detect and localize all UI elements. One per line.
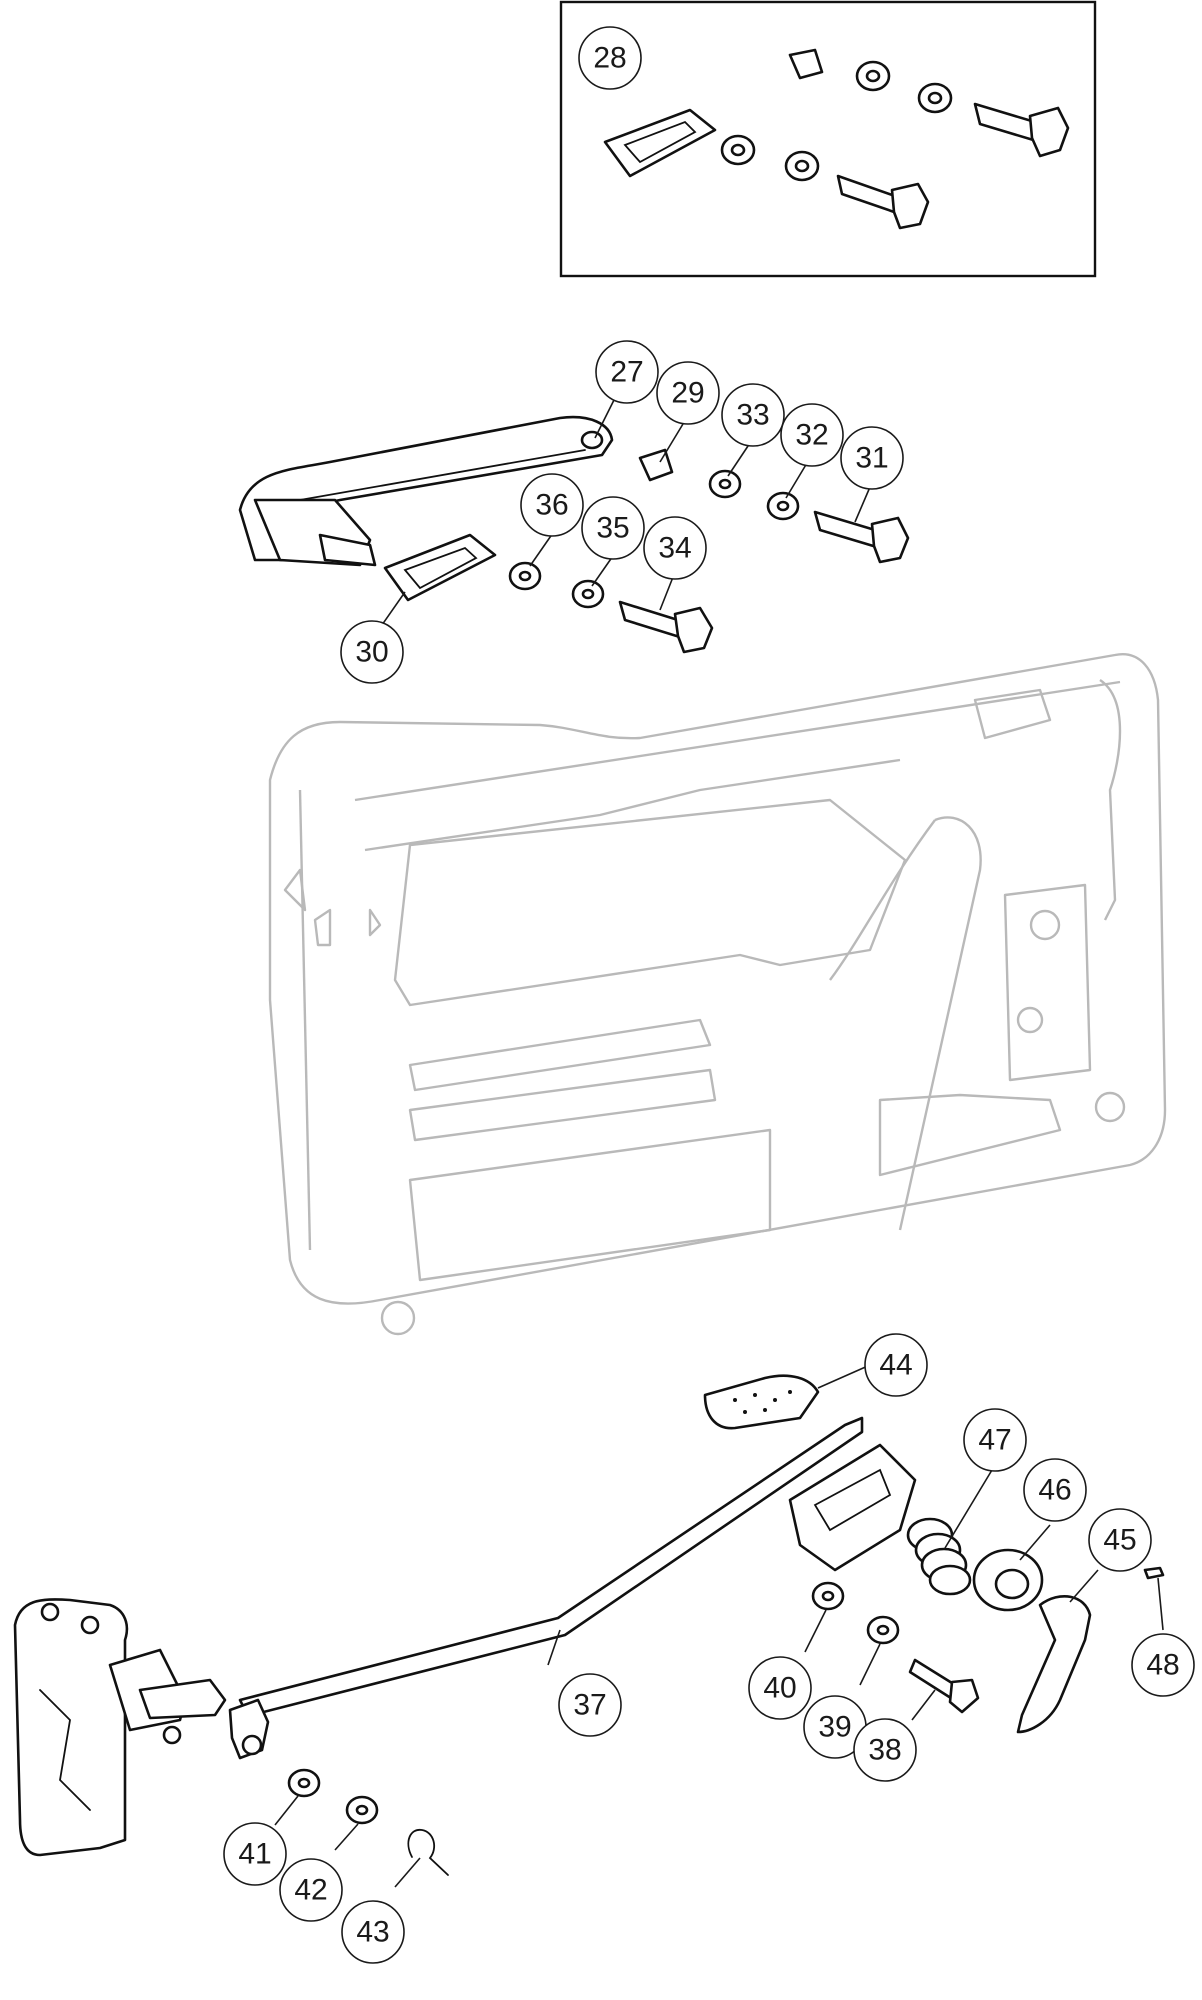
callout-label: 43 bbox=[356, 1916, 389, 1949]
callout-30: 30 bbox=[340, 620, 404, 684]
callout-37: 37 bbox=[558, 1673, 622, 1737]
callout-label: 33 bbox=[736, 399, 769, 432]
callout-27: 27 bbox=[595, 340, 659, 404]
callout-29: 29 bbox=[656, 361, 720, 425]
callout-47: 47 bbox=[963, 1408, 1027, 1472]
callout-label: 29 bbox=[671, 377, 704, 410]
callout-28: 28 bbox=[578, 26, 642, 90]
door-inner-panel bbox=[268, 653, 1167, 1336]
lock-and-remote-assembly bbox=[13, 1374, 1165, 1876]
callout-label: 39 bbox=[818, 1711, 851, 1744]
callout-label: 48 bbox=[1146, 1649, 1179, 1682]
callout-label: 27 bbox=[610, 356, 643, 389]
callout-label: 40 bbox=[763, 1672, 796, 1705]
callout-35: 35 bbox=[581, 496, 645, 560]
callout-31: 31 bbox=[840, 426, 904, 490]
callout-46: 46 bbox=[1023, 1458, 1087, 1522]
callout-34: 34 bbox=[643, 516, 707, 580]
callout-label: 38 bbox=[868, 1734, 901, 1767]
callout-label: 36 bbox=[535, 489, 568, 522]
callout-label: 28 bbox=[593, 42, 626, 75]
callout-label: 30 bbox=[355, 636, 388, 669]
callout-label: 34 bbox=[658, 532, 691, 565]
callout-48: 48 bbox=[1131, 1633, 1195, 1697]
callout-32: 32 bbox=[780, 403, 844, 467]
callout-label: 42 bbox=[294, 1874, 327, 1907]
callout-40: 40 bbox=[748, 1656, 812, 1720]
callout-43: 43 bbox=[341, 1900, 405, 1964]
callout-label: 35 bbox=[596, 512, 629, 545]
callout-label: 47 bbox=[978, 1424, 1011, 1457]
callout-42: 42 bbox=[279, 1858, 343, 1922]
callout-44: 44 bbox=[864, 1333, 928, 1397]
inset-detail-box bbox=[559, 0, 1097, 278]
callout-label: 45 bbox=[1103, 1524, 1136, 1557]
callout-label: 44 bbox=[879, 1349, 912, 1382]
callout-41: 41 bbox=[223, 1822, 287, 1886]
callout-label: 37 bbox=[573, 1689, 606, 1722]
callout-45: 45 bbox=[1088, 1508, 1152, 1572]
callout-label: 31 bbox=[855, 442, 888, 475]
callout-label: 46 bbox=[1038, 1474, 1071, 1507]
callout-36: 36 bbox=[520, 473, 584, 537]
callout-33: 33 bbox=[721, 383, 785, 447]
callout-label: 41 bbox=[238, 1838, 271, 1871]
callout-38: 38 bbox=[853, 1718, 917, 1782]
callout-label: 32 bbox=[795, 419, 828, 452]
exterior-handle-assembly bbox=[238, 415, 910, 654]
